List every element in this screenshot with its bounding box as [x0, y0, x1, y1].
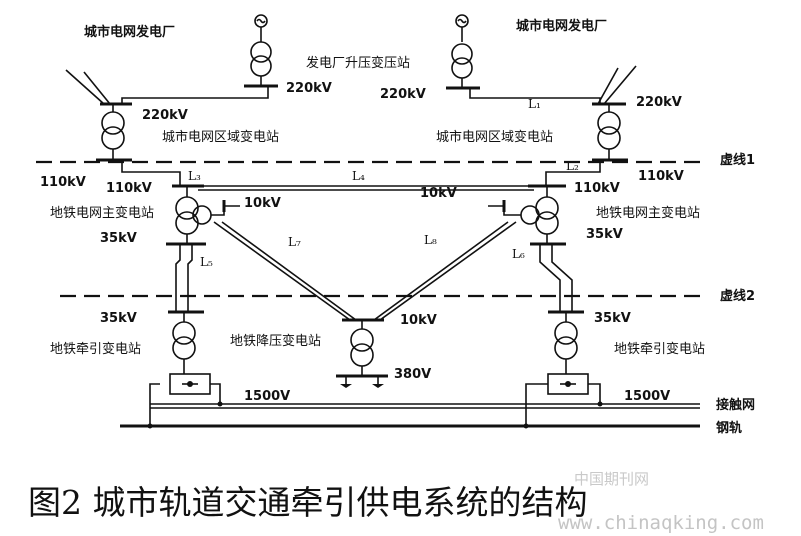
voltage-label: 35kV	[100, 311, 137, 326]
dashed-line-1-label: 虚线1	[720, 152, 755, 168]
transformer-main-left	[175, 186, 212, 244]
line-id: L₇	[288, 235, 301, 249]
rectifier-left	[169, 373, 211, 395]
traction-left-label: 地铁牵引变电站	[50, 341, 141, 357]
generator-right-icon	[455, 14, 469, 42]
line-id: L₄	[352, 169, 365, 183]
rectifier-right	[547, 373, 589, 395]
figure-caption: 图2 城市轨道交通牵引供电系统的结构	[28, 483, 588, 522]
voltage-label: 10kV	[244, 196, 281, 211]
step-up-label: 发电厂升压变压站	[306, 55, 410, 71]
transformer-regional-left	[101, 104, 125, 160]
traction-right-label: 地铁牵引变电站	[614, 341, 705, 357]
transformer-traction-right	[554, 312, 578, 374]
transformer-regional-right	[597, 104, 621, 160]
generator-left-icon	[254, 14, 268, 42]
voltage-label: 1500V	[624, 389, 670, 404]
transformer-plant-left	[250, 41, 272, 86]
catenary-label: 接触网	[716, 397, 755, 413]
stepdown-label: 地铁降压变电站	[230, 333, 321, 349]
voltage-label: 380V	[394, 367, 431, 382]
rail-label: 钢轨	[716, 420, 742, 436]
line-id: L₈	[424, 233, 437, 247]
transformer-plant-right	[451, 43, 473, 88]
voltage-label: 220kV	[636, 95, 682, 110]
transformer-main-right	[520, 186, 559, 244]
watermark-cn: 中国期刊网	[574, 470, 649, 488]
transformer-traction-left	[172, 312, 196, 374]
catenary-and-rail	[120, 383, 700, 429]
regional-left-label: 城市电网区域变电站	[162, 129, 279, 145]
main-right-label: 地铁电网主变电站	[596, 205, 700, 221]
line-id: L₁	[528, 97, 541, 111]
voltage-label: 110kV	[40, 175, 86, 190]
voltage-label: 220kV	[142, 108, 188, 123]
voltage-label: 10kV	[400, 313, 437, 328]
voltage-label: 35kV	[586, 227, 623, 242]
line-id: L₆	[512, 247, 525, 261]
plant-left-label: 城市电网发电厂	[84, 24, 175, 40]
voltage-label: 110kV	[638, 169, 684, 184]
voltage-label: 220kV	[380, 87, 426, 102]
plant-right-label: 城市电网发电厂	[516, 18, 607, 34]
transformer-stepdown	[350, 320, 374, 376]
watermark-url: www.chinaqking.com	[558, 512, 764, 534]
regional-right-label: 城市电网区域变电站	[436, 129, 553, 145]
voltage-label: 220kV	[286, 81, 332, 96]
line-id: L₂	[566, 159, 579, 173]
main-left-label: 地铁电网主变电站	[50, 205, 154, 221]
voltage-label: 35kV	[100, 231, 137, 246]
voltage-label: 110kV	[106, 181, 152, 196]
voltage-label: 10kV	[420, 186, 457, 201]
voltage-label: 110kV	[574, 181, 620, 196]
voltage-label: 1500V	[244, 389, 290, 404]
voltage-label: 35kV	[594, 311, 631, 326]
line-id: L₃	[188, 169, 201, 183]
dashed-line-2-label: 虚线2	[720, 288, 755, 304]
line-id: L₅	[200, 255, 213, 269]
